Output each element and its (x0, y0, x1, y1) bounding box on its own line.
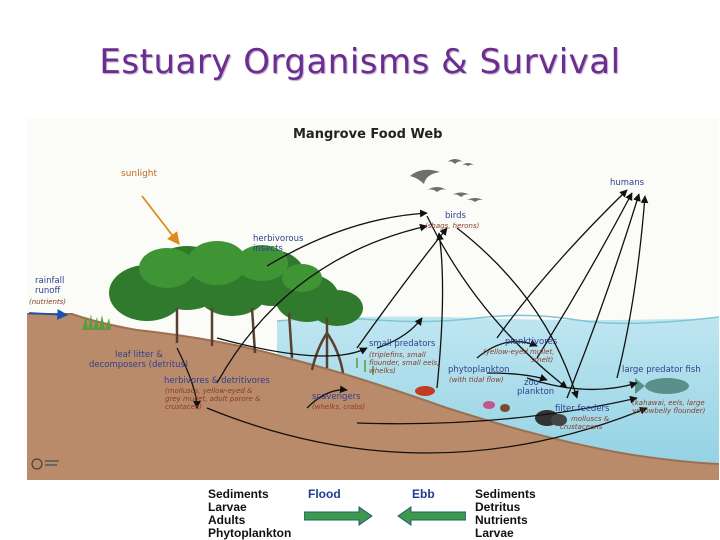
scavengers-sub: (whelks, crabs) (312, 403, 366, 411)
flood-label: Flood (308, 487, 341, 501)
filter-feeders-sub-1: molluscs & (571, 415, 610, 423)
legend-right-item: Larvae (475, 526, 514, 540)
diagram-artwork (27, 118, 719, 480)
mangrove-food-web-diagram: Mangrove Food Web sunlight rainfall runo… (27, 118, 719, 480)
phytoplankton-label: phytoplankton (448, 365, 510, 375)
birds-sub-label: (shags, herons) (425, 222, 480, 230)
slide-title: Estuary Organisms & Survival (99, 42, 621, 82)
herbivorous-insects-label: herbivorous (253, 234, 304, 244)
planktivores-label: planktivores (505, 337, 558, 347)
herbivores-sub-1: (molluscs, yellow-eyed & (165, 387, 253, 395)
runoff-label: runoff (35, 286, 61, 296)
ebb-arrow-icon (397, 506, 466, 526)
herbivores-label: herbivores & detritivores (164, 376, 270, 386)
small-predators-sub-1: (triplefins, small (369, 351, 426, 359)
nutrients-label: (nutrients) (29, 298, 67, 306)
legend-left-item: Sediments (208, 487, 269, 501)
birds-label: birds (445, 211, 466, 221)
filter-feeders-label: filter feeders (555, 404, 610, 414)
herbivores-sub-2: grey mullet, adult parore & (165, 395, 261, 403)
small-predators-sub-3: whelks) (369, 367, 396, 375)
legend-right-item: Detritus (475, 500, 521, 514)
legend-left-item: Adults (208, 513, 246, 527)
herbivores-sub-3: crustacea) (165, 403, 203, 411)
planktivores-sub-1: (yellow-eyed mullet, (483, 348, 555, 356)
small-predators-label: small predators (369, 339, 436, 349)
legend-left-item: Phytoplankton (208, 526, 292, 540)
zooplankton-label: zoo- (524, 378, 543, 388)
insects-label: insects (253, 244, 283, 254)
large-predator-fish-label: large predator fish (622, 365, 701, 375)
rainfall-label: rainfall (35, 276, 65, 286)
flood-arrow-icon (304, 506, 373, 526)
large-predator-fish-sub-2: yellowbelly flounder) (632, 407, 706, 415)
diagram-title: Mangrove Food Web (293, 127, 443, 142)
humans-label: humans (610, 178, 645, 188)
ebb-label: Ebb (412, 487, 435, 501)
scavengers-label: scavengers (312, 392, 361, 402)
leaf-litter-label: leaf litter & (115, 350, 163, 360)
large-predator-fish-sub-1: (kahawai, eels, large (632, 399, 705, 407)
phytoplankton-sub: (with tidal flow) (449, 376, 504, 384)
filter-feeders-sub-2: crustaceans (560, 423, 603, 431)
legend-right-item: Nutrients (475, 513, 528, 527)
legend: Sediments Larvae Adults Phytoplankton Fl… (0, 480, 720, 540)
legend-right-item: Sediments (475, 487, 536, 501)
sunlight-label: sunlight (121, 169, 158, 179)
legend-left-item: Larvae (208, 500, 247, 514)
plankton-label: plankton (517, 387, 555, 397)
small-predators-sub-2: flounder, small eels, (369, 359, 440, 367)
decomposers-label: decomposers (detritus) (89, 360, 189, 370)
planktivores-sub-2: smelt) (531, 356, 554, 364)
